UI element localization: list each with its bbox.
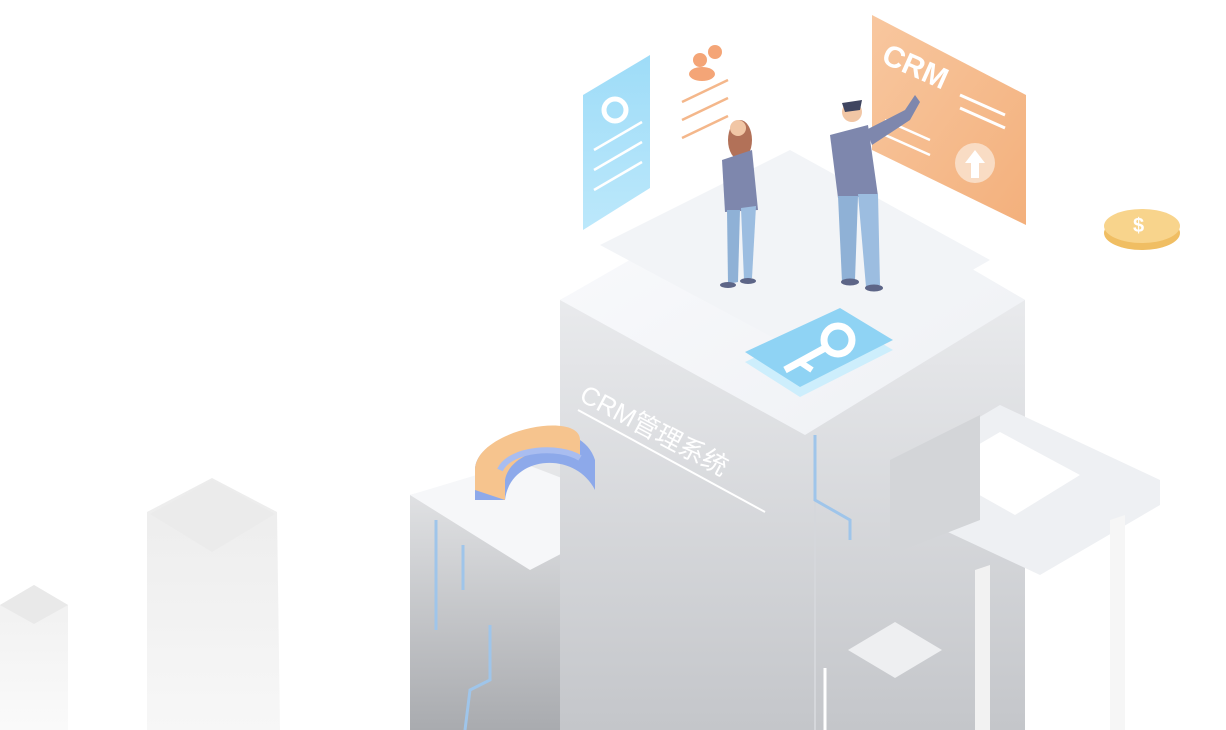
coin-icon: $ <box>1104 209 1180 250</box>
side-platform <box>890 405 1160 730</box>
users-icon <box>681 45 729 140</box>
left-pillars <box>0 478 280 730</box>
key-tile <box>745 308 893 397</box>
settings-card <box>583 55 650 230</box>
svg-text:$: $ <box>1133 215 1144 237</box>
crm-card: CRM <box>872 15 1026 225</box>
woman-figure <box>720 120 758 288</box>
main-building: CRM管理系统 <box>560 150 1025 730</box>
man-figure <box>830 95 920 292</box>
arc-chart <box>475 425 595 500</box>
